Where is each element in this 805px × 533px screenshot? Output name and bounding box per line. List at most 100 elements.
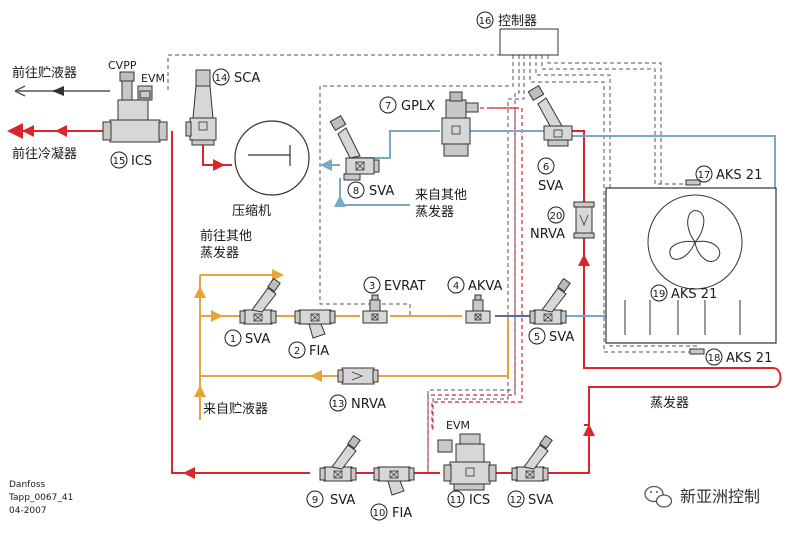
svg-text:FIA: FIA	[309, 344, 329, 359]
svg-text:AKVA: AKVA	[468, 279, 502, 294]
to-receiver-label: 前往贮液器	[12, 65, 77, 81]
label-3: 3 EVRAT	[363, 276, 425, 294]
label-7: 7 GPLX	[379, 96, 435, 114]
watermark-text: 新亚洲控制	[680, 487, 760, 506]
label-15: 15 ICS	[110, 151, 152, 169]
from-other-evap-2: 蒸发器	[415, 204, 454, 220]
label-16: 16 控制器	[476, 11, 537, 29]
label-19: 19 AKS 21	[650, 284, 717, 302]
footer-brand: Danfoss	[9, 480, 46, 490]
label-2: 2 FIA	[288, 341, 329, 359]
to-condenser-label: 前往冷凝器	[12, 146, 77, 162]
svg-text:SVA: SVA	[245, 332, 270, 347]
svg-text:NRVA: NRVA	[351, 397, 386, 412]
solenoid-signal-lines	[427, 107, 523, 470]
evaporator-label: 蒸发器	[650, 395, 689, 411]
svg-text:AKS 21: AKS 21	[671, 287, 717, 302]
svg-text:10: 10	[373, 508, 386, 519]
svg-text:6: 6	[543, 162, 549, 173]
svg-text:SCA: SCA	[234, 71, 260, 86]
label-9: 9 SVA	[306, 490, 355, 508]
label-6: 6 SVA	[537, 157, 563, 194]
label-12: 12 SVA	[507, 490, 553, 508]
compressor-label: 压缩机	[232, 203, 271, 219]
from-other-evap-1: 来自其他	[415, 188, 467, 203]
svg-text:ICS: ICS	[469, 493, 490, 508]
footer-date: 04-2007	[9, 506, 47, 516]
sva-valve-9[interactable]	[319, 435, 361, 482]
svg-text:17: 17	[698, 170, 711, 181]
evaporator	[605, 179, 777, 355]
label-8: 8 SVA	[347, 181, 394, 199]
label-14: 14 SCA	[212, 68, 260, 86]
svg-text:16: 16	[479, 16, 492, 27]
svg-text:2: 2	[294, 346, 300, 357]
sva-valve-5[interactable]	[529, 278, 571, 325]
svg-text:SVA: SVA	[549, 330, 574, 345]
label-10: 10 FIA	[370, 503, 412, 521]
svg-text:20: 20	[550, 211, 563, 222]
label-4: 4 AKVA	[447, 276, 502, 294]
sva-valve-6[interactable]	[527, 84, 573, 147]
svg-text:13: 13	[332, 399, 345, 410]
svg-text:EVRAT: EVRAT	[384, 279, 425, 294]
label-20: 20 NRVA	[530, 206, 565, 242]
svg-text:SVA: SVA	[369, 184, 394, 199]
compressor	[234, 120, 310, 196]
label-1: 1 SVA	[224, 329, 270, 347]
sva-valve-8[interactable]	[329, 114, 380, 181]
svg-text:15: 15	[113, 156, 126, 167]
fia-valve-10[interactable]	[373, 466, 415, 496]
akva-valve-4[interactable]	[465, 294, 491, 324]
wechat-icon	[644, 485, 673, 508]
svg-text:19: 19	[653, 289, 666, 300]
evm-label-top: EVM	[141, 72, 165, 85]
svg-text:1: 1	[230, 334, 236, 345]
to-other-evap-1: 前往其他	[200, 228, 252, 244]
from-receiver-label: 来自贮液器	[203, 402, 268, 417]
svg-text:4: 4	[453, 281, 459, 292]
svg-text:12: 12	[510, 495, 523, 506]
label-18: 18 AKS 21	[705, 348, 772, 366]
nrva-valve-13[interactable]	[337, 367, 379, 385]
svg-text:3: 3	[369, 281, 375, 292]
svg-text:NRVA: NRVA	[530, 227, 565, 242]
label-5: 5 SVA	[528, 327, 574, 345]
label-13: 13 NRVA	[329, 394, 386, 412]
svg-text:5: 5	[534, 332, 540, 343]
evrat-valve-3[interactable]	[362, 294, 388, 324]
svg-text:AKS 21: AKS 21	[716, 168, 762, 183]
svg-text:AKS 21: AKS 21	[726, 351, 772, 366]
svg-text:控制器: 控制器	[498, 14, 537, 29]
svg-text:14: 14	[215, 73, 228, 84]
svg-text:FIA: FIA	[392, 506, 412, 521]
svg-text:7: 7	[385, 101, 391, 112]
gplx-valve-7[interactable]	[441, 91, 479, 157]
svg-text:ICS: ICS	[131, 154, 152, 169]
ics-valve-15[interactable]	[102, 71, 168, 143]
cvpp-label: CVPP	[108, 59, 137, 72]
evm-label-bottom: EVM	[446, 419, 470, 432]
svg-text:GPLX: GPLX	[401, 99, 435, 114]
svg-text:SVA: SVA	[330, 493, 355, 508]
sva-valve-12[interactable]	[511, 435, 553, 482]
controller-box	[499, 28, 559, 56]
to-other-evap-2: 蒸发器	[200, 245, 239, 261]
sca-valve-14[interactable]	[185, 69, 217, 146]
ics-valve-11[interactable]	[437, 433, 497, 491]
label-17: 17 AKS 21	[695, 165, 762, 183]
control-signal-lines	[167, 54, 700, 475]
svg-text:9: 9	[312, 495, 318, 506]
footer-code: Tapp_0067_41	[8, 493, 73, 503]
svg-text:SVA: SVA	[528, 493, 553, 508]
nrva-valve-20[interactable]	[573, 201, 595, 239]
sva-valve-1[interactable]	[239, 278, 281, 325]
svg-text:11: 11	[450, 495, 463, 506]
svg-text:SVA: SVA	[538, 179, 563, 194]
svg-text:18: 18	[708, 353, 721, 364]
svg-text:8: 8	[353, 186, 359, 197]
label-11: 11 ICS	[447, 490, 490, 508]
flow-arrows	[22, 86, 595, 479]
fia-valve-2[interactable]	[294, 309, 336, 339]
